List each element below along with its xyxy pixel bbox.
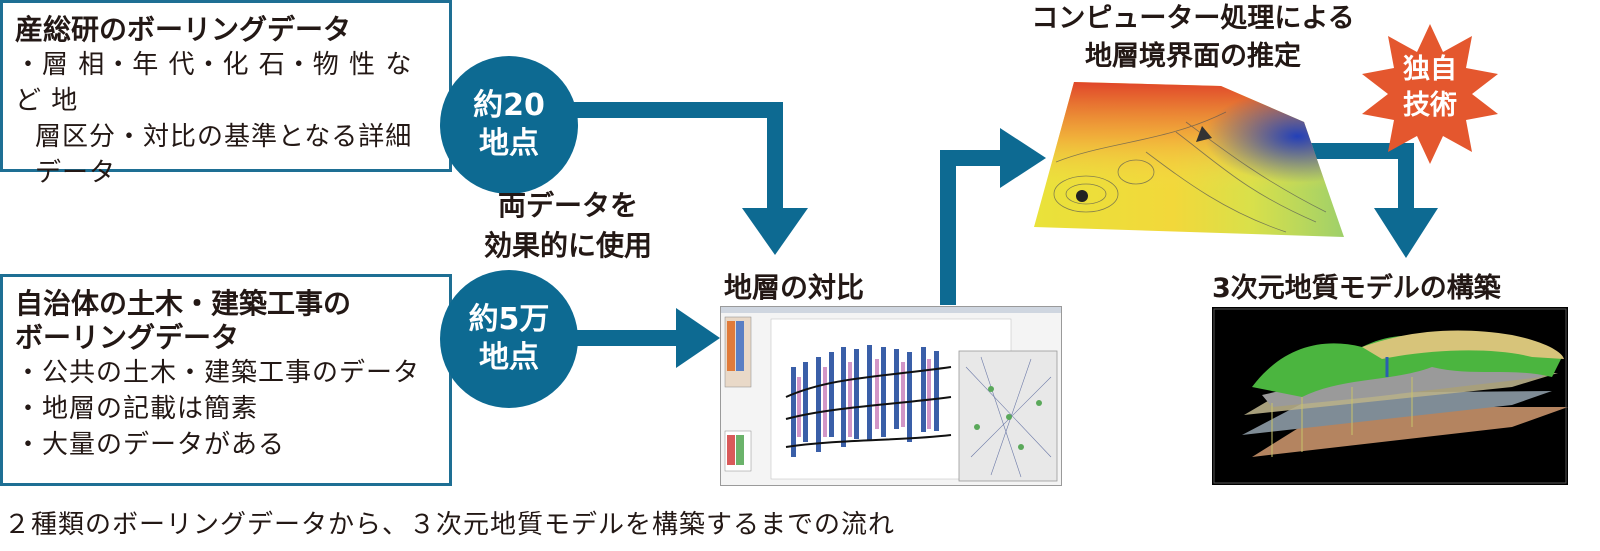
boundary-surface-image: [1034, 82, 1344, 237]
combined-use-note: 両データを 効果的に使用: [452, 186, 684, 266]
original-tech-badge: [1362, 24, 1498, 164]
combined-use-line-2: 効果的に使用: [483, 229, 652, 262]
arrowhead-model: [1374, 208, 1438, 258]
combined-use-line-1: 両データを: [497, 189, 638, 222]
aist-box-title: 産総研のボーリングデータ: [15, 13, 352, 46]
arrow-aist-to-comparison: [572, 102, 783, 212]
municipal-box-title-2: ボーリングデータ: [15, 321, 240, 354]
badge-line-2: 技術: [1403, 90, 1457, 121]
municipal-box-line-3: ・大量のデータがある: [15, 430, 286, 460]
comparison-label: 地層の対比: [724, 271, 865, 304]
aist-count-value: 約20: [473, 88, 545, 123]
municipal-count-unit: 地点: [479, 340, 539, 375]
geologic-model-graphic: [1213, 308, 1568, 484]
municipal-boring-data-box: 自治体の土木・建築工事の ボーリングデータ ・公共の土木・建築工事のデータ ・地…: [0, 274, 452, 486]
surface-estimate-line-2: 地層境界面の推定: [1085, 41, 1301, 72]
municipal-count-circle: 約5万 地点: [440, 270, 578, 408]
model-label: 3次元地質モデルの構築: [1212, 273, 1501, 304]
arrowhead-aist: [742, 208, 808, 255]
badge-text: 独自 技術: [1385, 52, 1475, 124]
arrow-estimate-to-model: [1310, 143, 1414, 212]
comparison-screenshot: [720, 306, 1062, 486]
arrowhead-municipal: [676, 308, 720, 368]
surface-estimate-line-1: コンピューター処理による: [1031, 3, 1355, 34]
aist-box-line-3: データ: [35, 158, 117, 188]
municipal-box-line-2: ・地層の記載は簡素: [15, 394, 259, 424]
comparison-screenshot-graphic: [721, 307, 1061, 482]
aist-box-line-2: 層区分・対比の基準となる詳細: [35, 122, 413, 152]
surface-estimate-label: コンピューター処理による 地層境界面の推定: [998, 0, 1388, 76]
figure-caption: ２種類のボーリングデータから、３次元地質モデルを構築するまでの流れ: [4, 510, 896, 540]
arrowhead-estimate: [1000, 128, 1046, 188]
badge-line-1: 独自: [1403, 54, 1457, 85]
municipal-box-line-1: ・公共の土木・建築工事のデータ: [15, 358, 421, 388]
arrow-comparison-to-estimate: [940, 150, 1004, 305]
aist-box-line-1: ・層 相・年 代・化 石・物 性 など 地: [15, 50, 413, 116]
municipal-box-title-1: 自治体の土木・建築工事の: [15, 287, 352, 320]
aist-count-unit: 地点: [479, 126, 539, 161]
aist-boring-data-box: 産総研のボーリングデータ ・層 相・年 代・化 石・物 性 など 地 層区分・対…: [0, 0, 452, 188]
geologic-model-image: [1212, 307, 1568, 485]
municipal-count-value: 約5万: [468, 302, 550, 337]
aist-count-circle: 約20 地点: [440, 56, 578, 194]
